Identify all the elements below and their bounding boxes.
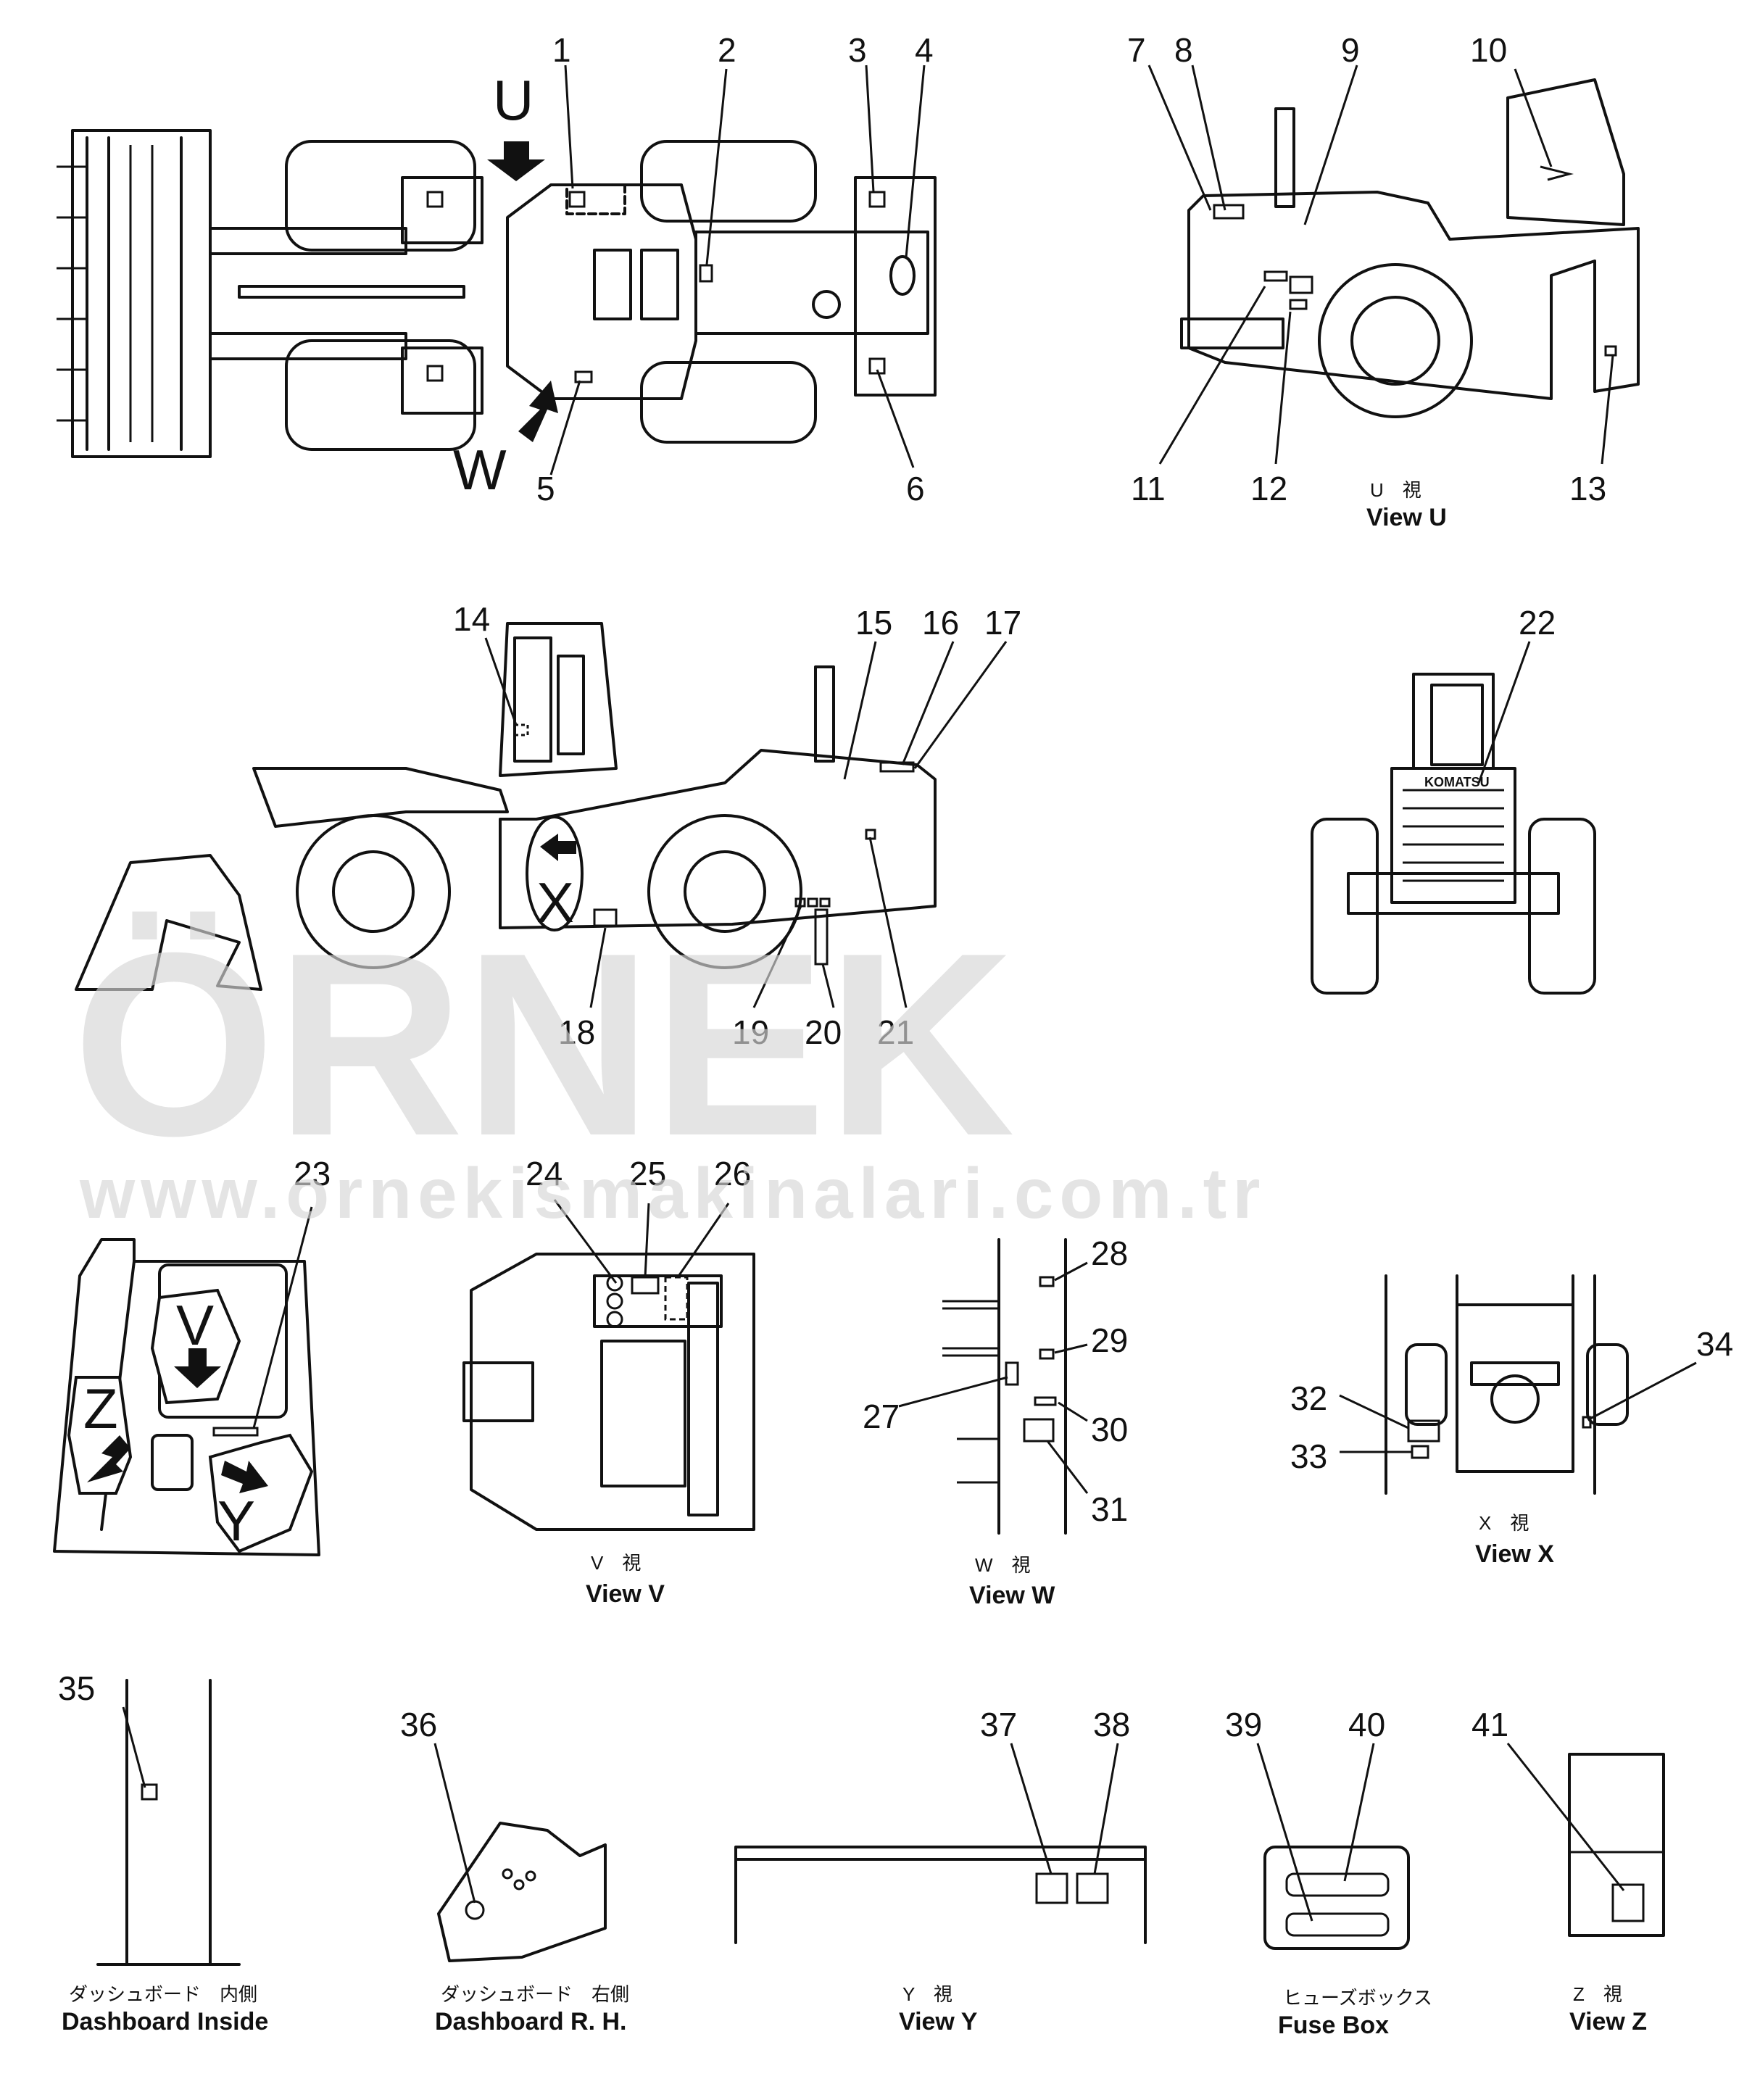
view-x-arrow: [540, 834, 576, 861]
callout-23: 23: [294, 1155, 331, 1192]
callout-14: 14: [453, 600, 490, 638]
callout-10: 10: [1470, 31, 1507, 69]
dash-rh-jp: ダッシュボード 右側: [441, 1983, 629, 2005]
view-u: 7 8 9 10 11 12 13 U 視 View U: [1127, 31, 1640, 531]
callout-5: 5: [536, 470, 555, 507]
letter-u: U: [493, 68, 534, 132]
callout-25: 25: [629, 1155, 666, 1192]
callout-28: 28: [1091, 1234, 1128, 1272]
fuse-box-jp: ヒューズボックス: [1283, 1987, 1432, 2009]
letter-x: X: [536, 871, 574, 934]
callout-29: 29: [1091, 1321, 1128, 1359]
top-view-loader: U W 1 2 3 4 5 6: [57, 31, 937, 507]
callout-32: 32: [1290, 1379, 1327, 1417]
view-y-jp: Y 視: [902, 1983, 952, 2005]
view-z-arrow: [87, 1435, 130, 1482]
view-w-caption: View W: [969, 1582, 1055, 1609]
callout-40: 40: [1348, 1706, 1385, 1743]
callout-22: 22: [1519, 604, 1556, 642]
callout-37: 37: [980, 1706, 1017, 1743]
callout-2: 2: [718, 31, 736, 69]
callout-7: 7: [1127, 31, 1146, 69]
callout-1: 1: [552, 31, 571, 69]
view-z: 41 Z 視 View Z: [1471, 1706, 1665, 2035]
callout-30: 30: [1091, 1411, 1128, 1448]
view-w-arrow: [518, 381, 558, 442]
view-v-jp: V 視: [591, 1552, 641, 1574]
dashboard-inside: 35 ダッシュボード 内側 Dashboard Inside: [58, 1669, 268, 2035]
fuse-box: 39 40 ヒューズボックス Fuse Box: [1225, 1706, 1432, 2039]
view-y-caption: View Y: [899, 2008, 978, 2035]
callout-12: 12: [1250, 470, 1287, 507]
callout-4: 4: [915, 31, 934, 69]
callout-18: 18: [558, 1013, 595, 1051]
view-w: 28 29 27 30 31 W 視 View W: [863, 1234, 1128, 1609]
view-u-jp: U 視: [1370, 479, 1421, 501]
callout-27: 27: [863, 1398, 900, 1435]
dash-inside-jp: ダッシュボード 内側: [69, 1983, 257, 2005]
watermark-brand: ÖRNEK: [72, 899, 1015, 1190]
callout-9: 9: [1341, 31, 1360, 69]
dash-inside-caption: Dashboard Inside: [62, 2008, 268, 2035]
callout-34: 34: [1696, 1325, 1733, 1363]
brand-plate: KOMATSU: [1424, 775, 1490, 789]
letter-z: Z: [83, 1377, 118, 1440]
fuse-box-caption: Fuse Box: [1278, 2012, 1389, 2039]
view-u-arrow: [487, 141, 545, 181]
view-w-jp: W 視: [975, 1554, 1031, 1576]
callout-11: 11: [1131, 470, 1166, 507]
callout-38: 38: [1093, 1706, 1130, 1743]
callout-8: 8: [1174, 31, 1193, 69]
view-v-caption: View V: [586, 1580, 665, 1608]
view-x-jp: X 視: [1479, 1512, 1529, 1534]
callout-26: 26: [714, 1155, 751, 1192]
view-x-caption: View X: [1475, 1540, 1554, 1568]
callout-3: 3: [848, 31, 867, 69]
view-y-arrow: [221, 1461, 268, 1493]
callout-24: 24: [526, 1155, 563, 1192]
callout-16: 16: [922, 604, 959, 642]
callout-20: 20: [805, 1013, 842, 1051]
callout-39: 39: [1225, 1706, 1262, 1743]
callout-36: 36: [400, 1706, 437, 1743]
side-view-loader: X 14 15 16 17 18 19 20 21: [75, 600, 1021, 1051]
callout-19: 19: [732, 1013, 769, 1051]
view-x: 32 33 34 X 視 View X: [1290, 1274, 1733, 1568]
callout-13: 13: [1569, 470, 1606, 507]
view-z-caption: View Z: [1569, 2008, 1647, 2035]
callout-21: 21: [877, 1013, 914, 1051]
letter-v: V: [176, 1293, 214, 1357]
callout-6: 6: [906, 470, 925, 507]
watermark: ÖRNEK www.ornekismakinalari.com.tr: [72, 899, 1266, 1233]
watermark-url: www.ornekismakinalari.com.tr: [79, 1153, 1266, 1233]
cab-interior: V Z Y 23: [53, 1155, 331, 1556]
callout-33: 33: [1290, 1437, 1327, 1475]
rear-view-loader: KOMATSU 22: [1311, 604, 1596, 995]
dashboard-rh: 36 ダッシュボード 右側 Dashboard R. H.: [400, 1706, 629, 2035]
view-v-bubble: [150, 1288, 241, 1405]
callout-17: 17: [984, 604, 1021, 642]
callout-35: 35: [58, 1669, 95, 1707]
view-y: 37 38 Y 視 View Y: [734, 1706, 1147, 2035]
dash-rh-caption: Dashboard R. H.: [435, 2008, 626, 2035]
letter-y: Y: [217, 1489, 255, 1553]
view-u-caption: View U: [1366, 504, 1447, 531]
view-z-jp: Z 視: [1573, 1983, 1622, 2005]
callout-41: 41: [1471, 1706, 1508, 1743]
callout-31: 31: [1091, 1490, 1128, 1528]
callout-15: 15: [855, 604, 892, 642]
view-y-bubble: [208, 1433, 314, 1553]
letter-w: W: [453, 438, 507, 502]
view-v-arrow: [174, 1348, 221, 1388]
view-v: 24 25 26 V 視 View V: [462, 1155, 755, 1608]
